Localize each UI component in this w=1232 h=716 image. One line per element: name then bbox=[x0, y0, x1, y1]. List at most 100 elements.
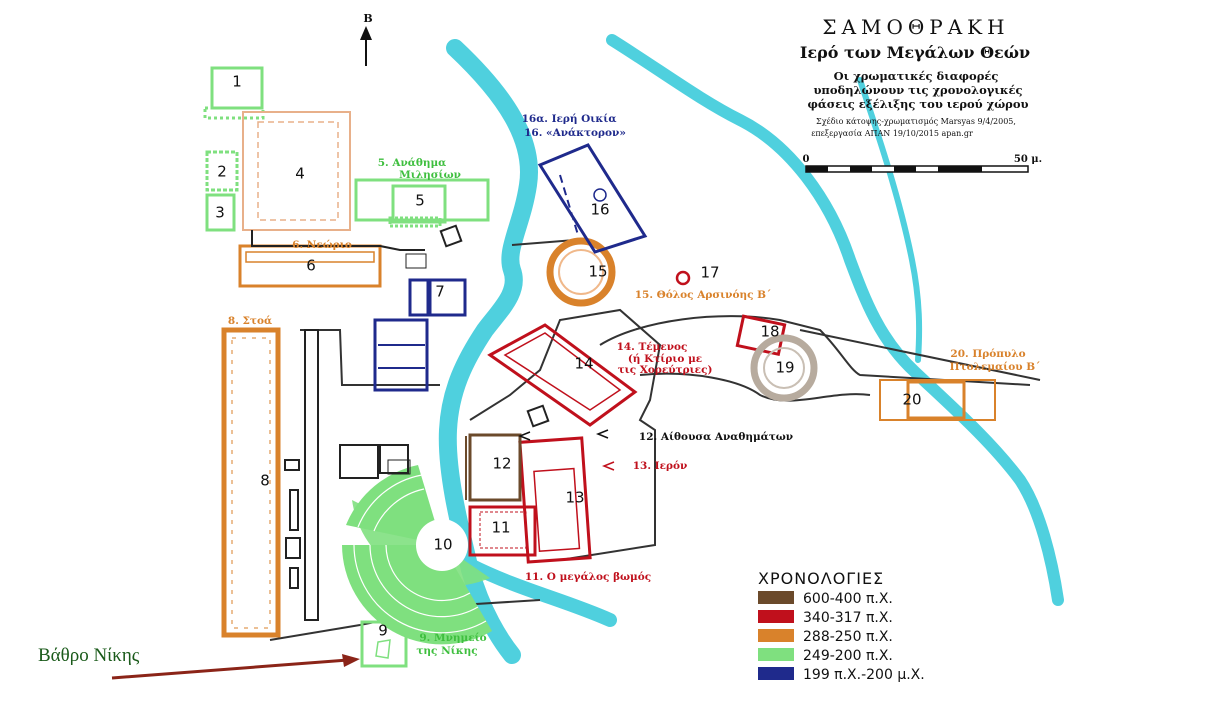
monument-d bbox=[289, 567, 299, 589]
phase-288-250 bbox=[221, 111, 996, 638]
tholos-15-inner bbox=[558, 249, 604, 295]
title-desc-2: υποδηλώνουν τις χρονολογικές bbox=[813, 83, 1022, 97]
title-credit-2: επεξεργασία ΑΠΑΝ 19/10/2015 apan.gr bbox=[811, 129, 973, 138]
anaktoron-16-inner bbox=[559, 174, 579, 236]
number-5: 5 bbox=[415, 192, 425, 210]
building-20-core bbox=[906, 380, 966, 420]
stoa-8-walk bbox=[304, 329, 319, 621]
label-8: 8. Στοά bbox=[228, 315, 272, 327]
number-6: 6 bbox=[306, 257, 316, 275]
legend-label-1: 340-317 π.Χ. bbox=[803, 610, 893, 626]
label-14b: (ή Κτίριο με bbox=[628, 352, 702, 365]
plan-numbers: 1 2 3 4 5 6 7 8 9 10 11 12 13 14 15 16 1… bbox=[215, 73, 921, 640]
phase-340-317 bbox=[468, 270, 787, 564]
scale-start: 0 bbox=[803, 154, 810, 165]
title-desc-1: Οι χρωματικές διαφορές bbox=[834, 69, 999, 83]
building-4-inner bbox=[257, 121, 339, 221]
steps-7 bbox=[405, 253, 427, 269]
hall-12 bbox=[468, 433, 522, 502]
building-2 bbox=[205, 150, 239, 192]
label-16a: 16α. Ιερή Οικία bbox=[522, 112, 617, 125]
river-north bbox=[857, 77, 923, 363]
legend-label-0: 600-400 π.Χ. bbox=[803, 591, 893, 607]
road-east-2 bbox=[639, 372, 871, 402]
building-20 bbox=[879, 379, 996, 421]
label-5b: Μιλησίων bbox=[399, 168, 461, 181]
orchestra bbox=[416, 519, 468, 571]
number-11: 11 bbox=[491, 519, 510, 537]
stoa-8 bbox=[221, 327, 281, 638]
label-20a: 20. Πρόπυλο bbox=[950, 348, 1025, 360]
number-16: 16 bbox=[590, 201, 609, 219]
scale-bar: 0 50 μ. bbox=[803, 154, 1042, 173]
number-3: 3 bbox=[215, 204, 225, 222]
building-4 bbox=[242, 111, 351, 231]
number-15: 15 bbox=[588, 263, 607, 281]
building-7c bbox=[373, 318, 429, 392]
legend-title: ΧΡΟΝΟΛΟΓΙΕΣ bbox=[758, 569, 884, 588]
number-17: 17 bbox=[700, 264, 719, 282]
label-12: 12. Αίθουσα Αναθημάτων bbox=[639, 430, 793, 443]
label-13: 13. Ιερόν bbox=[633, 460, 688, 472]
building-9-statue bbox=[375, 639, 391, 659]
road-east-3 bbox=[799, 329, 1041, 381]
anaktoron-16-pit bbox=[593, 188, 607, 202]
monument-a bbox=[284, 459, 300, 471]
label-14a: 14. Τέμενος bbox=[617, 341, 688, 353]
title-desc-3: φάσεις εξέλιξης του ιερού χώρου bbox=[808, 97, 1029, 111]
legend-swatch-4 bbox=[758, 667, 794, 680]
building-17 bbox=[675, 270, 691, 286]
road-east bbox=[599, 315, 1031, 386]
river-east bbox=[606, 34, 1064, 606]
ruin-block-west bbox=[339, 444, 379, 479]
building-5-base bbox=[388, 216, 442, 228]
temenos-14-inner bbox=[503, 332, 622, 411]
title-block: ΣΑΜΟΘΡΑΚΗ Ιερό των Μεγάλων Θεών Οι χρωμα… bbox=[800, 15, 1030, 138]
annotation-label: Βάθρο Νίκης bbox=[38, 645, 140, 666]
legend-swatch-0 bbox=[758, 591, 794, 604]
number-4: 4 bbox=[295, 165, 305, 183]
number-13: 13 bbox=[565, 489, 584, 507]
number-8: 8 bbox=[260, 472, 270, 490]
building-6-enclosure bbox=[251, 230, 425, 251]
building-labels: 5. Ανάθημα Μιλησίων 6. Νεώριο 8. Στοά 9.… bbox=[228, 112, 1040, 657]
altar-11-inner bbox=[479, 511, 527, 549]
legend-swatch-2 bbox=[758, 629, 794, 642]
building-7 bbox=[426, 278, 467, 317]
main-path bbox=[300, 329, 440, 386]
legend-label-3: 249-200 π.Χ. bbox=[803, 648, 893, 664]
scale-end: 50 μ. bbox=[1014, 154, 1042, 165]
theatre-10 bbox=[342, 465, 492, 645]
number-7: 7 bbox=[435, 283, 445, 301]
number-12: 12 bbox=[492, 455, 511, 473]
theatre-cavea-upper bbox=[346, 465, 442, 545]
phase-199-200 bbox=[373, 143, 648, 392]
anaktoron-16 bbox=[537, 143, 648, 254]
hieron-13 bbox=[518, 436, 592, 564]
label-16b: 16. «Ανάκτορον» bbox=[524, 127, 626, 139]
legend-label-4: 199 π.Χ.-200 μ.Χ. bbox=[803, 667, 925, 683]
building-19 bbox=[750, 334, 818, 402]
building-3 bbox=[205, 193, 236, 232]
undated-remains bbox=[251, 224, 550, 621]
label-9b: της Νίκης bbox=[416, 644, 477, 657]
number-9: 9 bbox=[378, 622, 388, 640]
title-main: ΣΑΜΟΘΡΑΚΗ bbox=[822, 15, 1009, 39]
path-16 bbox=[511, 239, 576, 246]
label-9a: 9. Μνημείο bbox=[419, 631, 486, 644]
altar-11 bbox=[468, 505, 537, 557]
monument-b bbox=[289, 489, 299, 531]
building-5 bbox=[354, 178, 490, 222]
ruin-square-2 bbox=[526, 404, 550, 428]
number-20: 20 bbox=[902, 391, 921, 409]
label-11: 11. Ο μεγάλος βωμός bbox=[525, 571, 651, 583]
label-6: 6. Νεώριο bbox=[292, 239, 352, 251]
number-2: 2 bbox=[217, 163, 227, 181]
label-15: 15. Θόλος Αρσινόης Β΄ bbox=[635, 289, 772, 301]
north-arrow: B bbox=[360, 12, 373, 66]
number-18: 18 bbox=[760, 323, 779, 341]
number-14: 14 bbox=[574, 355, 593, 373]
phase-600-400 bbox=[465, 433, 522, 502]
annotation-arrow bbox=[111, 658, 349, 680]
